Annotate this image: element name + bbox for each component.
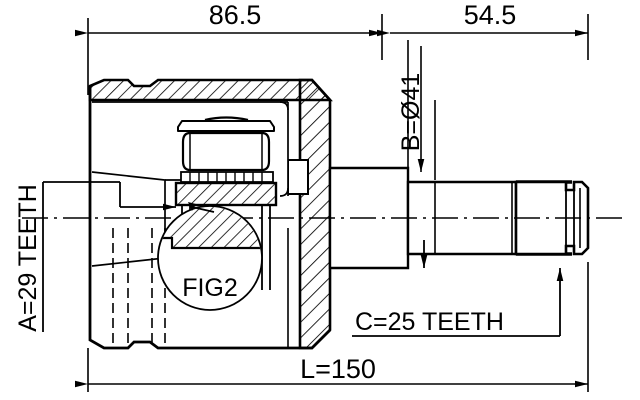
dimension-86-5: 86.5 <box>75 0 383 95</box>
dimension-label-l-150: L=150 <box>300 354 376 384</box>
cavity-corner-tr <box>279 101 289 111</box>
detail-hatch-group <box>159 207 261 250</box>
dimension-label-86-5: 86.5 <box>209 0 262 30</box>
detail-label-fig2: FIG2 <box>182 274 238 302</box>
dimension-b-diameter: B=Ø41 <box>397 40 436 180</box>
housing-outer-profile <box>88 86 331 350</box>
hub-section-block <box>174 181 278 207</box>
cage-top-plate <box>177 120 275 132</box>
detail-tooth-profile <box>159 207 261 250</box>
inner-race-barrel <box>181 131 271 172</box>
spline-c-label: C=25 TEETH <box>355 308 504 336</box>
detail-leader-arrowhead <box>188 202 196 211</box>
spline-a-label: A=29 TEETH <box>14 184 42 332</box>
dimension-label-54-5: 54.5 <box>464 0 517 30</box>
detail-leader-line <box>191 206 215 213</box>
spline-strip-body <box>180 171 274 183</box>
housing-right-flange-section <box>298 78 332 350</box>
cage-top-crown <box>204 116 249 122</box>
dimension-label-b-41: B=Ø41 <box>397 73 425 152</box>
housing-flange-notch <box>287 159 309 195</box>
detail-circle-fig2: FIG2 <box>157 202 263 311</box>
annotation-a-29-teeth: A=29 TEETH <box>14 181 121 332</box>
output-shaft <box>328 166 590 270</box>
annotation-c-25-teeth: C=25 TEETH <box>352 240 564 337</box>
cavity-corner-br <box>279 187 289 197</box>
housing-top-wall-section <box>88 78 333 102</box>
dimension-l-150: L=150 <box>75 262 589 392</box>
spline-teeth-strip <box>180 171 274 183</box>
dimension-54-5: 54.5 <box>377 0 589 60</box>
bell-housing-assembly <box>88 78 333 350</box>
